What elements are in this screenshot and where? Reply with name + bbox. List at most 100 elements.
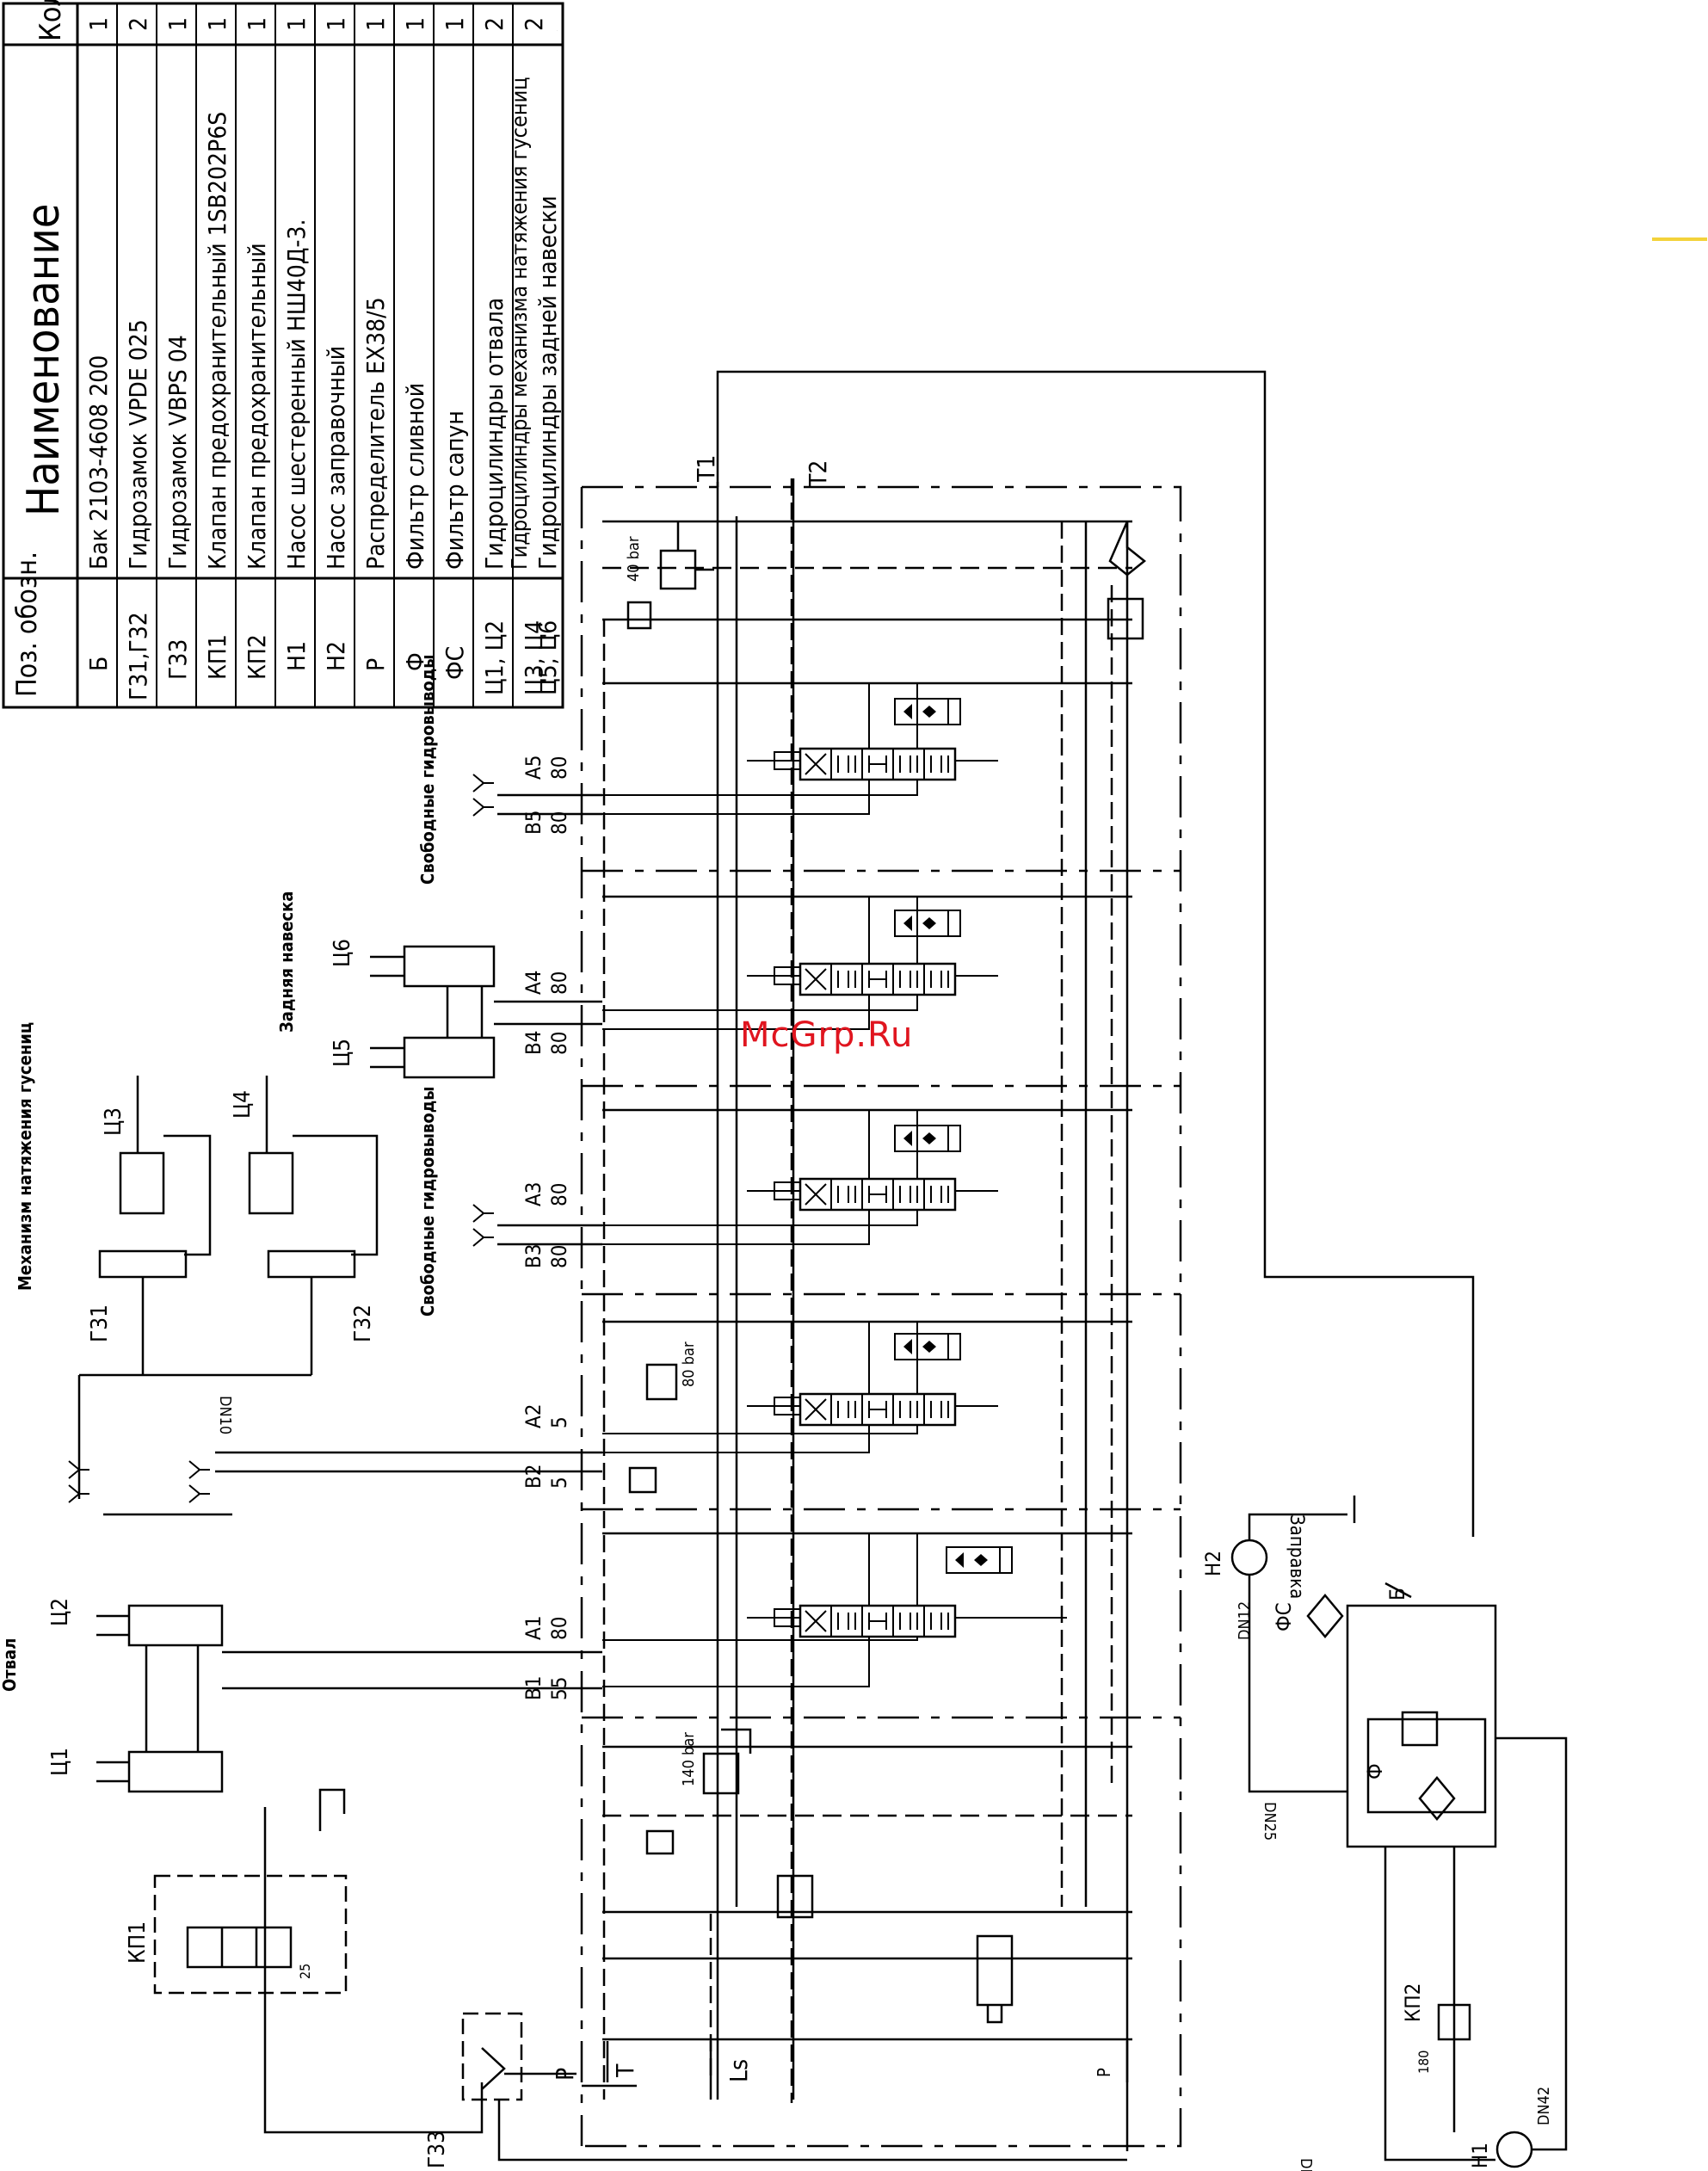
row-pos: Г31,Г32 — [124, 612, 152, 700]
row-name: Гидроцилиндры задней навески — [533, 195, 562, 570]
row-qty: 2 — [557, 30, 558, 31]
label-fill: Заправка — [1286, 1514, 1307, 1599]
relief-labels: 40 bar 80 bar 140 bar — [625, 536, 698, 1786]
row-qty: 1 — [361, 17, 390, 31]
row-pos: Ф — [401, 652, 429, 671]
label-t: T — [611, 2063, 639, 2078]
port-b3-val: 80 — [547, 1245, 571, 1268]
watermark: McGrp.Ru — [740, 1015, 914, 1055]
vertical-rails — [602, 370, 1475, 2151]
port-a3-val: 80 — [547, 1183, 571, 1206]
row-qty: 2 — [124, 17, 152, 31]
label-free-outlets-1: Свободные гидровыводы — [417, 654, 438, 885]
label-25: 25 — [297, 1964, 313, 1979]
label-track-tension: Механизм натяжения гусениц — [15, 1022, 35, 1291]
label-h2: Н2 — [1201, 1551, 1225, 1576]
port-a2: A2 — [521, 1404, 546, 1429]
port-b2-val: 5 — [547, 1477, 571, 1489]
track-feed-lines — [215, 1451, 602, 1473]
label-c3: Ц3 — [101, 1107, 126, 1136]
label-c6: Ц6 — [330, 939, 355, 967]
port-b4: B4 — [521, 1030, 546, 1055]
label-c4: Ц4 — [230, 1090, 256, 1119]
label-140bar: 140 bar — [680, 1732, 698, 1786]
track-tension-labels: Ц3 Ц4 Г31 Г32 DN10 Механизм натяжения гу… — [15, 1022, 376, 1434]
row-pos: Г33 — [163, 639, 192, 680]
port-a4: A4 — [521, 971, 546, 996]
row-qty: 1 — [163, 17, 192, 31]
free-outlet-labels: Свободные гидровыводы Свободные гидровыв… — [417, 654, 438, 1317]
label-c2: Ц2 — [47, 1598, 73, 1626]
label-t1: T1 — [692, 455, 720, 483]
port-b2: B2 — [521, 1464, 546, 1489]
rear-hitch-labels: Ц6 Ц5 Задняя навеска — [276, 891, 355, 1067]
label-rear-hitch: Задняя навеска — [276, 891, 297, 1033]
port-a5: A5 — [521, 756, 546, 780]
row-name: Клапан предохранительный — [243, 243, 271, 570]
label-h1: Н1 — [1468, 2143, 1492, 2168]
row-name: Распределитель EX38/5 — [361, 297, 390, 570]
row-pos: КП1 — [203, 634, 231, 680]
row-qty: 2 — [480, 17, 509, 31]
label-blade: Отвал — [0, 1638, 20, 1692]
port-a4-val: 80 — [547, 971, 571, 995]
port-a1-val: 80 — [547, 1617, 571, 1640]
row-name: Гидрозамок VBPS 04 — [163, 335, 192, 570]
row-pos: Ц3, Ц4 — [520, 620, 548, 695]
label-40bar: 40 bar — [625, 536, 643, 582]
label-t2: T2 — [804, 460, 832, 488]
row-qty: 2 — [520, 17, 548, 31]
row-name: Насос заправочный — [322, 346, 350, 570]
port-a3: A3 — [521, 1182, 546, 1207]
row-qty: 1 — [282, 17, 311, 31]
parts-table-text: Кол. Наименование Поз. обозн. 1 Бак 2103… — [10, 0, 562, 700]
row-name: Гидроцилиндры отвала — [480, 298, 509, 570]
port-b3: B3 — [521, 1243, 546, 1268]
label-dn16: DN16 — [1297, 2158, 1315, 2171]
label-c5: Ц5 — [330, 1039, 355, 1067]
row-pos: Р — [361, 658, 390, 671]
label-g31: Г31 — [87, 1304, 113, 1342]
label-180: 180 — [1415, 2051, 1432, 2074]
tank-and-pumps — [1230, 1496, 1568, 2168]
header-qty: Кол. — [34, 0, 68, 41]
row-pos: КП2 — [243, 634, 271, 680]
tank-labels: Б Ф ФС Н2 Н1 КП2 180 DN12 DN25 DN42 DN16… — [1201, 1514, 1553, 2171]
highlight-mark — [1652, 237, 1707, 241]
port-a1: A1 — [521, 1616, 546, 1641]
port-labels: T1 T2 P T Ls P — [551, 455, 1114, 2082]
row-pos: Ц5, Ц6 — [533, 620, 562, 695]
port-b4-val: 80 — [547, 1032, 571, 1055]
label-kp2: КП2 — [1401, 1983, 1425, 2022]
distributor-frame — [580, 485, 1182, 2148]
row-pos: Н2 — [322, 641, 350, 671]
port-a5-val: 80 — [547, 756, 571, 780]
row-name: Гидроцилиндры механизма натяжения гусени… — [507, 77, 532, 570]
label-f: Ф — [1363, 1763, 1387, 1779]
row-pos: Н1 — [282, 641, 311, 671]
row-qty: 1 — [441, 17, 469, 31]
relief-valves — [626, 521, 1147, 2024]
track-tension-group — [77, 1076, 379, 1516]
label-c1: Ц1 — [47, 1748, 73, 1776]
label-ls: Ls — [725, 2059, 753, 2082]
row-qty: 1 — [243, 17, 271, 31]
blade-cylinders — [96, 1604, 602, 1793]
row-name: Фильтр сапун — [441, 410, 469, 570]
header-pos: Поз. обозн. — [10, 552, 43, 697]
parts-table — [2, 2, 564, 709]
row-qty: 1 — [203, 17, 231, 31]
section-ports: A5 80 B5 80 A4 80 B4 80 A3 80 B3 80 A2 5… — [521, 756, 571, 1701]
row-pos: Ц1, Ц2 — [480, 620, 509, 695]
kp1-g33-group — [153, 1788, 1127, 2162]
distributor-ports — [582, 2041, 1129, 2088]
row-qty: 1 — [84, 17, 113, 31]
row-name: Клапан предохранительный 1SB202P6S — [203, 112, 231, 570]
spool-sections — [602, 683, 1067, 1687]
label-free-outlets-2: Свободные гидровыводы — [417, 1086, 438, 1317]
label-p2: P — [1094, 2068, 1114, 2077]
row-name: Фильтр сливной — [401, 383, 429, 570]
label-dn10: DN10 — [216, 1396, 234, 1434]
label-dn12: DN12 — [1236, 1601, 1254, 1640]
